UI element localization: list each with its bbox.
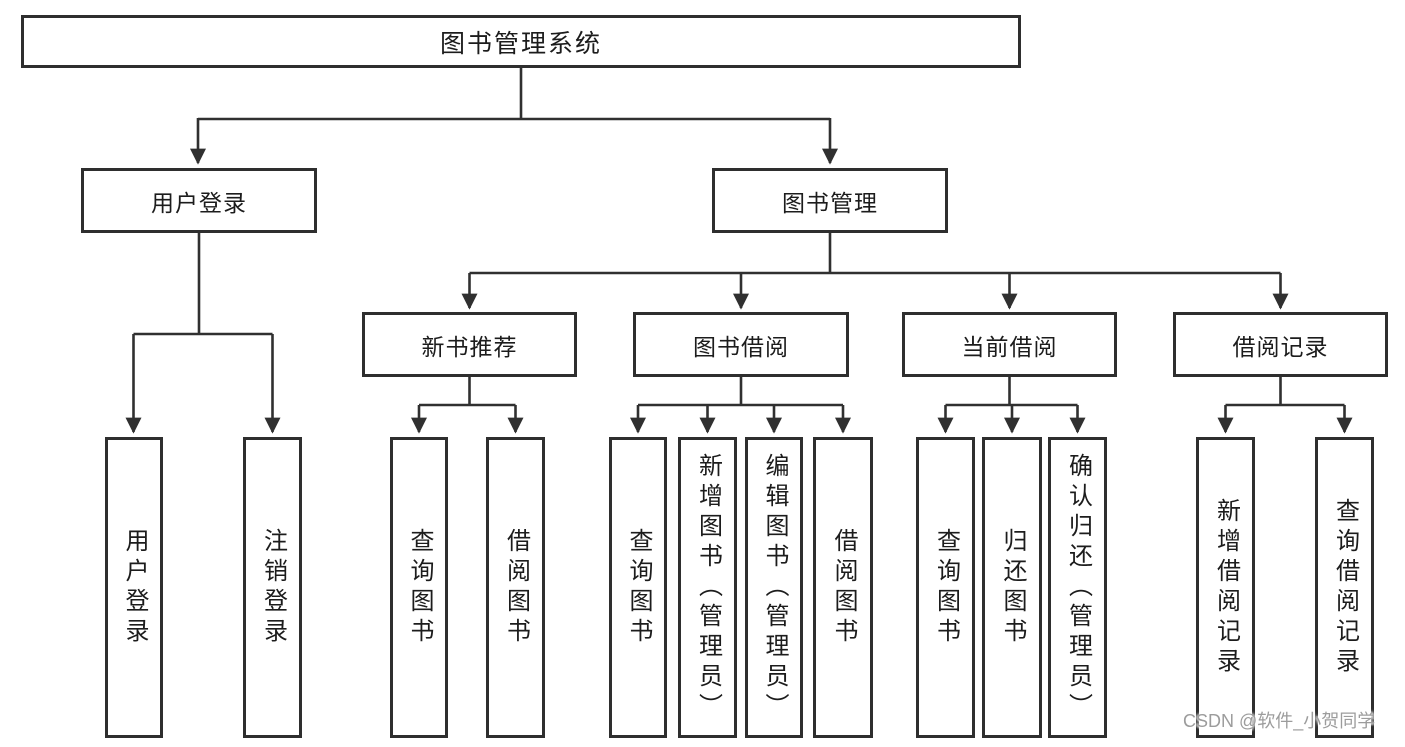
leaf-nb-borrow-book-label: 借阅图书 (502, 527, 530, 648)
leaf-nb-borrow-book: 借阅图书 (486, 437, 545, 738)
leaf-bb-edit-book-admin: 编辑图书（管理员） (745, 437, 803, 738)
leaf-cb-confirm-return-admin-label: 确认归还（管理员） (1064, 452, 1092, 723)
node-book-management-group: 图书管理 (712, 168, 948, 233)
leaf-user-login: 用户登录 (105, 437, 163, 738)
leaf-br-query-record-label: 查询借阅记录 (1331, 497, 1359, 678)
leaf-bb-borrow-book: 借阅图书 (813, 437, 873, 738)
leaf-br-add-record: 新增借阅记录 (1196, 437, 1255, 738)
node-book-borrow-label: 图书借阅 (693, 333, 789, 360)
node-root-system: 图书管理系统 (21, 15, 1021, 68)
node-user-login-label: 用户登录 (151, 189, 247, 216)
leaf-nb-query-book-label: 查询图书 (406, 527, 433, 648)
node-new-book-recommend: 新书推荐 (362, 312, 577, 377)
node-new-book-recommend-label: 新书推荐 (421, 333, 518, 360)
leaf-bb-query-book-label: 查询图书 (625, 527, 652, 648)
node-book-borrow: 图书借阅 (633, 312, 849, 377)
leaf-cb-return-book: 归还图书 (982, 437, 1042, 738)
node-borrow-records: 借阅记录 (1173, 312, 1388, 377)
node-borrow-records-label: 借阅记录 (1232, 333, 1329, 360)
node-root-label: 图书管理系统 (439, 29, 602, 58)
leaf-bb-edit-book-admin-label: 编辑图书（管理员） (761, 452, 788, 723)
leaf-nb-query-book: 查询图书 (390, 437, 448, 738)
node-current-borrow-label: 当前借阅 (961, 333, 1058, 360)
node-book-management-label: 图书管理 (782, 189, 878, 216)
leaf-logout: 注销登录 (243, 437, 302, 738)
leaf-logout-label: 注销登录 (259, 527, 287, 648)
leaf-cb-confirm-return-admin: 确认归还（管理员） (1048, 437, 1107, 738)
node-current-borrow: 当前借阅 (902, 312, 1117, 377)
leaf-cb-query-book-label: 查询图书 (932, 527, 960, 648)
leaf-br-query-record: 查询借阅记录 (1315, 437, 1374, 738)
leaf-bb-add-book-admin: 新增图书（管理员） (678, 437, 737, 738)
leaf-br-add-record-label: 新增借阅记录 (1212, 497, 1240, 678)
leaf-cb-return-book-label: 归还图书 (999, 527, 1026, 648)
leaf-user-login-label: 用户登录 (121, 527, 148, 648)
leaf-bb-add-book-admin-label: 新增图书（管理员） (694, 452, 722, 723)
leaf-bb-borrow-book-label: 借阅图书 (830, 527, 857, 648)
leaf-bb-query-book: 查询图书 (609, 437, 667, 738)
node-user-login-group: 用户登录 (81, 168, 317, 233)
leaf-cb-query-book: 查询图书 (916, 437, 975, 738)
csdn-watermark: CSDN @软件_小贺同学 (1183, 711, 1376, 731)
